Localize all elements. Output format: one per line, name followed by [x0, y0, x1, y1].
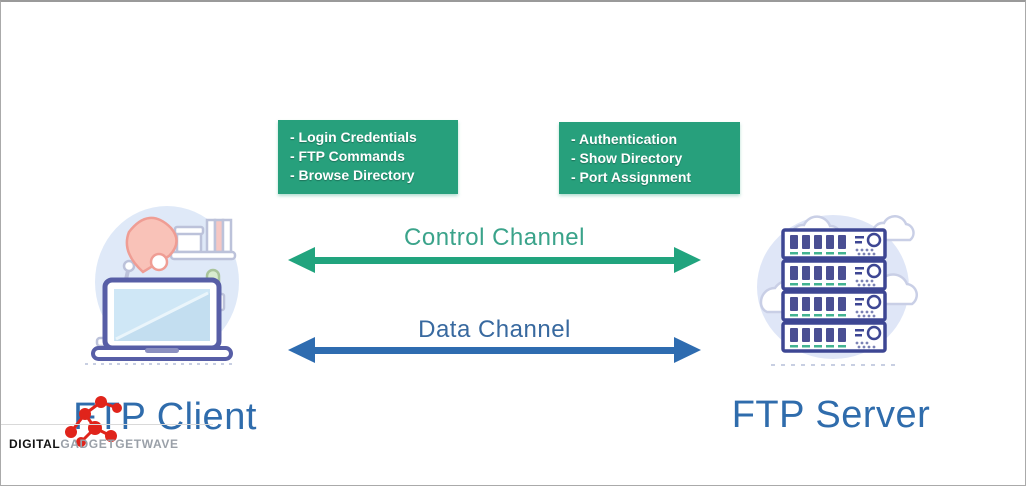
- laptop-workspace-icon: [85, 206, 239, 365]
- server-responses-line: - Authentication: [571, 131, 678, 147]
- arrow-right-head-icon: [674, 247, 701, 273]
- client-commands-line: - Login Credentials: [290, 129, 417, 145]
- arrow-shaft: [315, 346, 674, 354]
- server-rack-icon: [757, 215, 919, 366]
- watermark-brand: DIGITALGADGETGETWAVE: [9, 437, 179, 451]
- watermark-brand-light: GADGETGETWAVE: [60, 437, 179, 451]
- watermark-brand-bold: DIGITAL: [9, 437, 61, 451]
- arrow-left-head-icon: [288, 247, 315, 273]
- molecule-network-icon: [65, 396, 122, 447]
- arrow-right-head-icon: [674, 337, 701, 363]
- client-commands-line: - Browse Directory: [290, 167, 415, 183]
- control-channel-label: Control Channel: [404, 224, 585, 251]
- arrow-shaft: [315, 256, 674, 264]
- client-commands-box: - Login Credentials - FTP Commands - Bro…: [278, 120, 458, 194]
- data-channel-label: Data Channel: [418, 316, 571, 343]
- arrow-left-head-icon: [288, 337, 315, 363]
- server-responses-line: - Port Assignment: [571, 169, 692, 185]
- data-channel-arrow: [288, 337, 701, 363]
- server-responses-box: - Authentication - Show Directory - Port…: [559, 122, 740, 194]
- server-title: FTP Server: [731, 394, 931, 436]
- server-responses-line: - Show Directory: [571, 150, 683, 166]
- client-commands-line: - FTP Commands: [290, 148, 405, 164]
- control-channel-arrow: [288, 247, 701, 273]
- watermark-divider: [1, 424, 213, 425]
